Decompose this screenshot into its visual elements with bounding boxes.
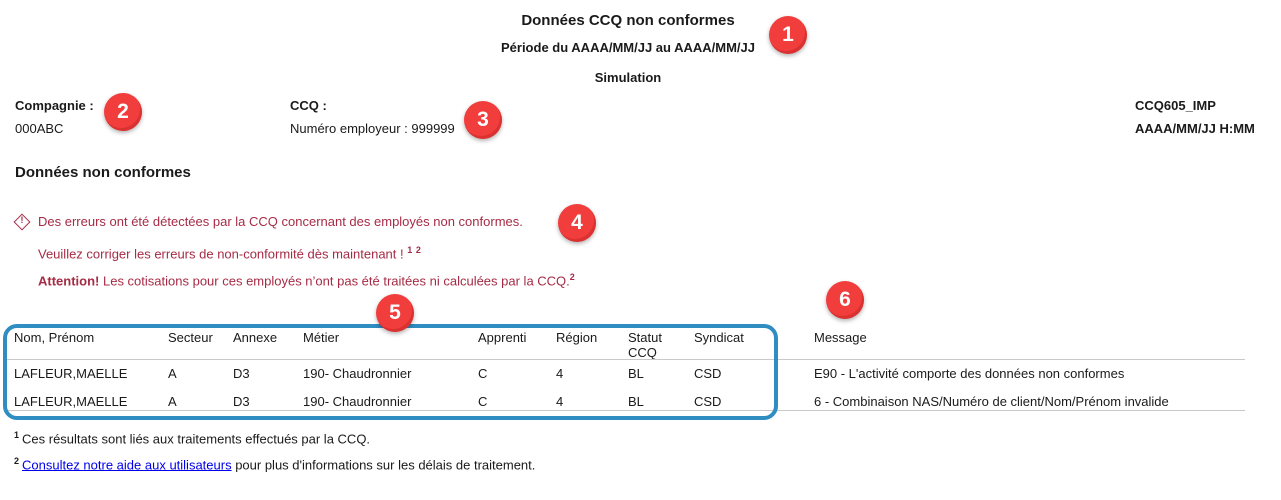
section-heading: Données non conformes [15,164,191,181]
callout-4: 4 [558,204,596,242]
callout-1: 1 [769,16,807,54]
warning-diamond-icon: ! [13,213,31,231]
table-bottom-divider [5,410,1245,411]
cell-annexe: D3 [233,394,250,409]
report-code: CCQ605_IMP [1135,98,1216,113]
cell-region: 4 [556,394,564,409]
cell-apprenti: C [478,394,488,409]
column-header-statut-ccq: Statut CCQ [628,330,662,360]
report-subtitle: Simulation [594,70,662,85]
cell-annexe: D3 [233,366,250,381]
column-header-metier: Métier [303,330,340,345]
company-value: 000ABC [15,121,64,136]
help-link[interactable]: Consultez notre aide aux utilisateurs [22,457,232,473]
cell-nom-prenom: LAFLEUR,MAELLE [14,394,128,409]
cell-apprenti: C [478,366,488,381]
column-header-syndicat: Syndicat [694,330,744,345]
table-header-row: Nom, Prénom Secteur Annexe Métier Appren… [14,330,1245,360]
column-header-region: Région [556,330,598,345]
report-title: Données CCQ non conformes [521,12,735,29]
callout-3: 3 [464,101,502,139]
cell-nom-prenom: LAFLEUR,MAELLE [14,366,128,381]
cell-statut-ccq: BL [628,394,644,409]
cell-message: 6 - Combinaison NAS/Numéro de client/Nom… [814,394,1169,409]
cell-metier: 190- Chaudronnier [303,366,412,381]
column-header-nom-prenom: Nom, Prénom [14,330,95,345]
cell-syndicat: CSD [694,366,722,381]
header-divider [5,359,1245,360]
ccq-label: CCQ : [290,98,327,113]
cell-metier: 190- Chaudronnier [303,394,412,409]
cell-message: E90 - L'activité comporte des données no… [814,366,1125,381]
table-highlight-outline [3,324,778,420]
table-row: LAFLEUR,MAELLE A D3 190- Chaudronnier C … [14,366,1245,381]
callout-2: 2 [104,93,142,131]
cell-secteur: A [168,366,177,381]
column-header-secteur: Secteur [168,330,213,345]
employer-number: Numéro employeur : 999999 [290,121,455,136]
column-header-apprenti: Apprenti [478,330,527,345]
callout-6: 6 [826,281,864,319]
warning-line-3: Attention! Les cotisations pour ces empl… [38,272,575,289]
column-header-message: Message [814,330,867,345]
table-row: LAFLEUR,MAELLE A D3 190- Chaudronnier C … [14,394,1245,409]
company-label: Compagnie : [15,98,94,113]
warning-line-1: Des erreurs ont été détectées par la CCQ… [38,214,523,229]
report-datetime: AAAA/MM/JJ H:MM [1135,121,1255,136]
column-header-annexe: Annexe [233,330,278,345]
cell-region: 4 [556,366,564,381]
cell-statut-ccq: BL [628,366,644,381]
callout-5: 5 [376,294,414,332]
cell-secteur: A [168,394,177,409]
warning-line-2: Veuillez corriger les erreurs de non-con… [38,245,421,262]
report-period: Période du AAAA/MM/JJ au AAAA/MM/JJ [500,40,755,55]
cell-syndicat: CSD [694,394,722,409]
